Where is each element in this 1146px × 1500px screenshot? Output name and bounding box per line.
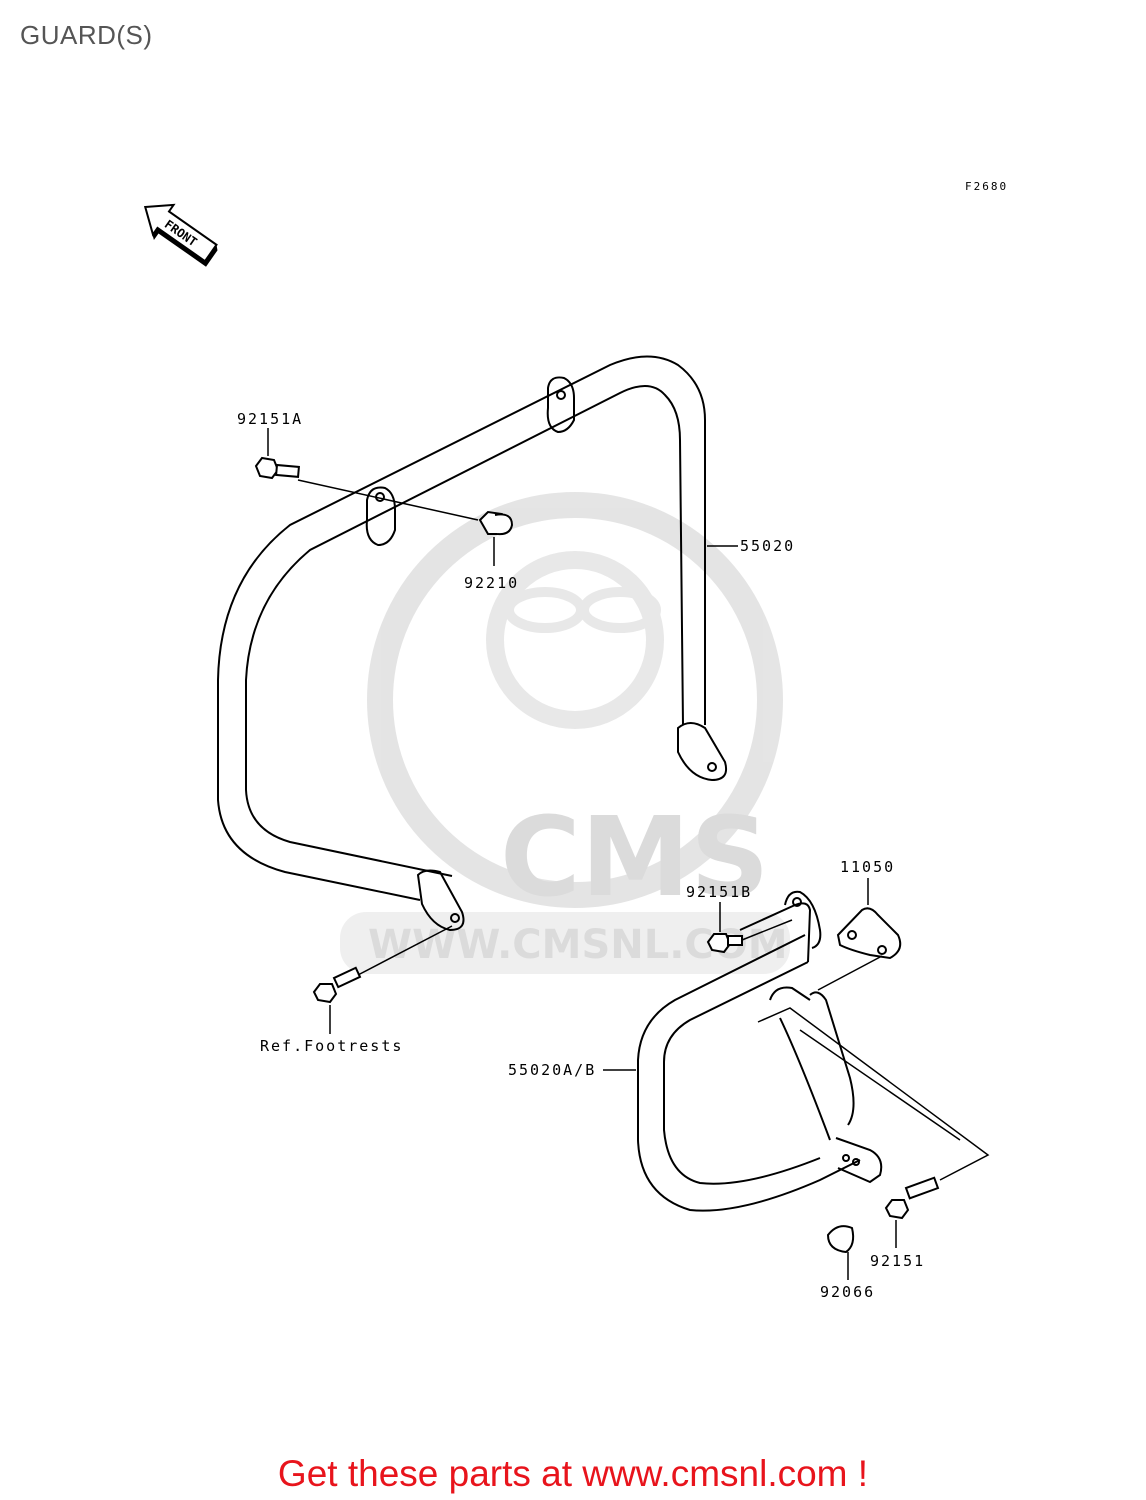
label-55020: 55020: [740, 537, 795, 555]
bolt-92151B-icon: [706, 933, 743, 954]
bolt-ref-footrests-icon: [312, 966, 362, 1004]
front-arrow-icon: FRONT: [143, 203, 218, 267]
label-92151B: 92151B: [686, 883, 752, 901]
bracket-11050-icon: [836, 907, 902, 960]
label-92151A: 92151A: [237, 410, 303, 428]
label-92066: 92066: [820, 1283, 875, 1301]
cap-92066-icon: [826, 1225, 855, 1254]
page-title: GUARD(S): [20, 20, 153, 50]
figure-code: F2680: [965, 180, 1008, 193]
bolt-92151A-icon: [254, 456, 300, 480]
label-ref-footrests: Ref.Footrests: [260, 1037, 403, 1055]
label-92151: 92151: [870, 1252, 925, 1270]
bolt-92151-icon: [884, 1176, 940, 1220]
label-92210: 92210: [464, 574, 519, 592]
rear-guard-55020AB: [637, 890, 883, 1212]
label-11050: 11050: [840, 858, 895, 876]
watermark-logo: CMS: [500, 793, 769, 921]
label-55020AB: 55020A/B: [508, 1061, 596, 1079]
promo-link[interactable]: Get these parts at www.cmsnl.com !: [277, 1453, 869, 1494]
cap-nut-92210-icon: [478, 510, 514, 536]
cms-watermark: CMS WWW.CMSNL.COM: [340, 492, 790, 974]
